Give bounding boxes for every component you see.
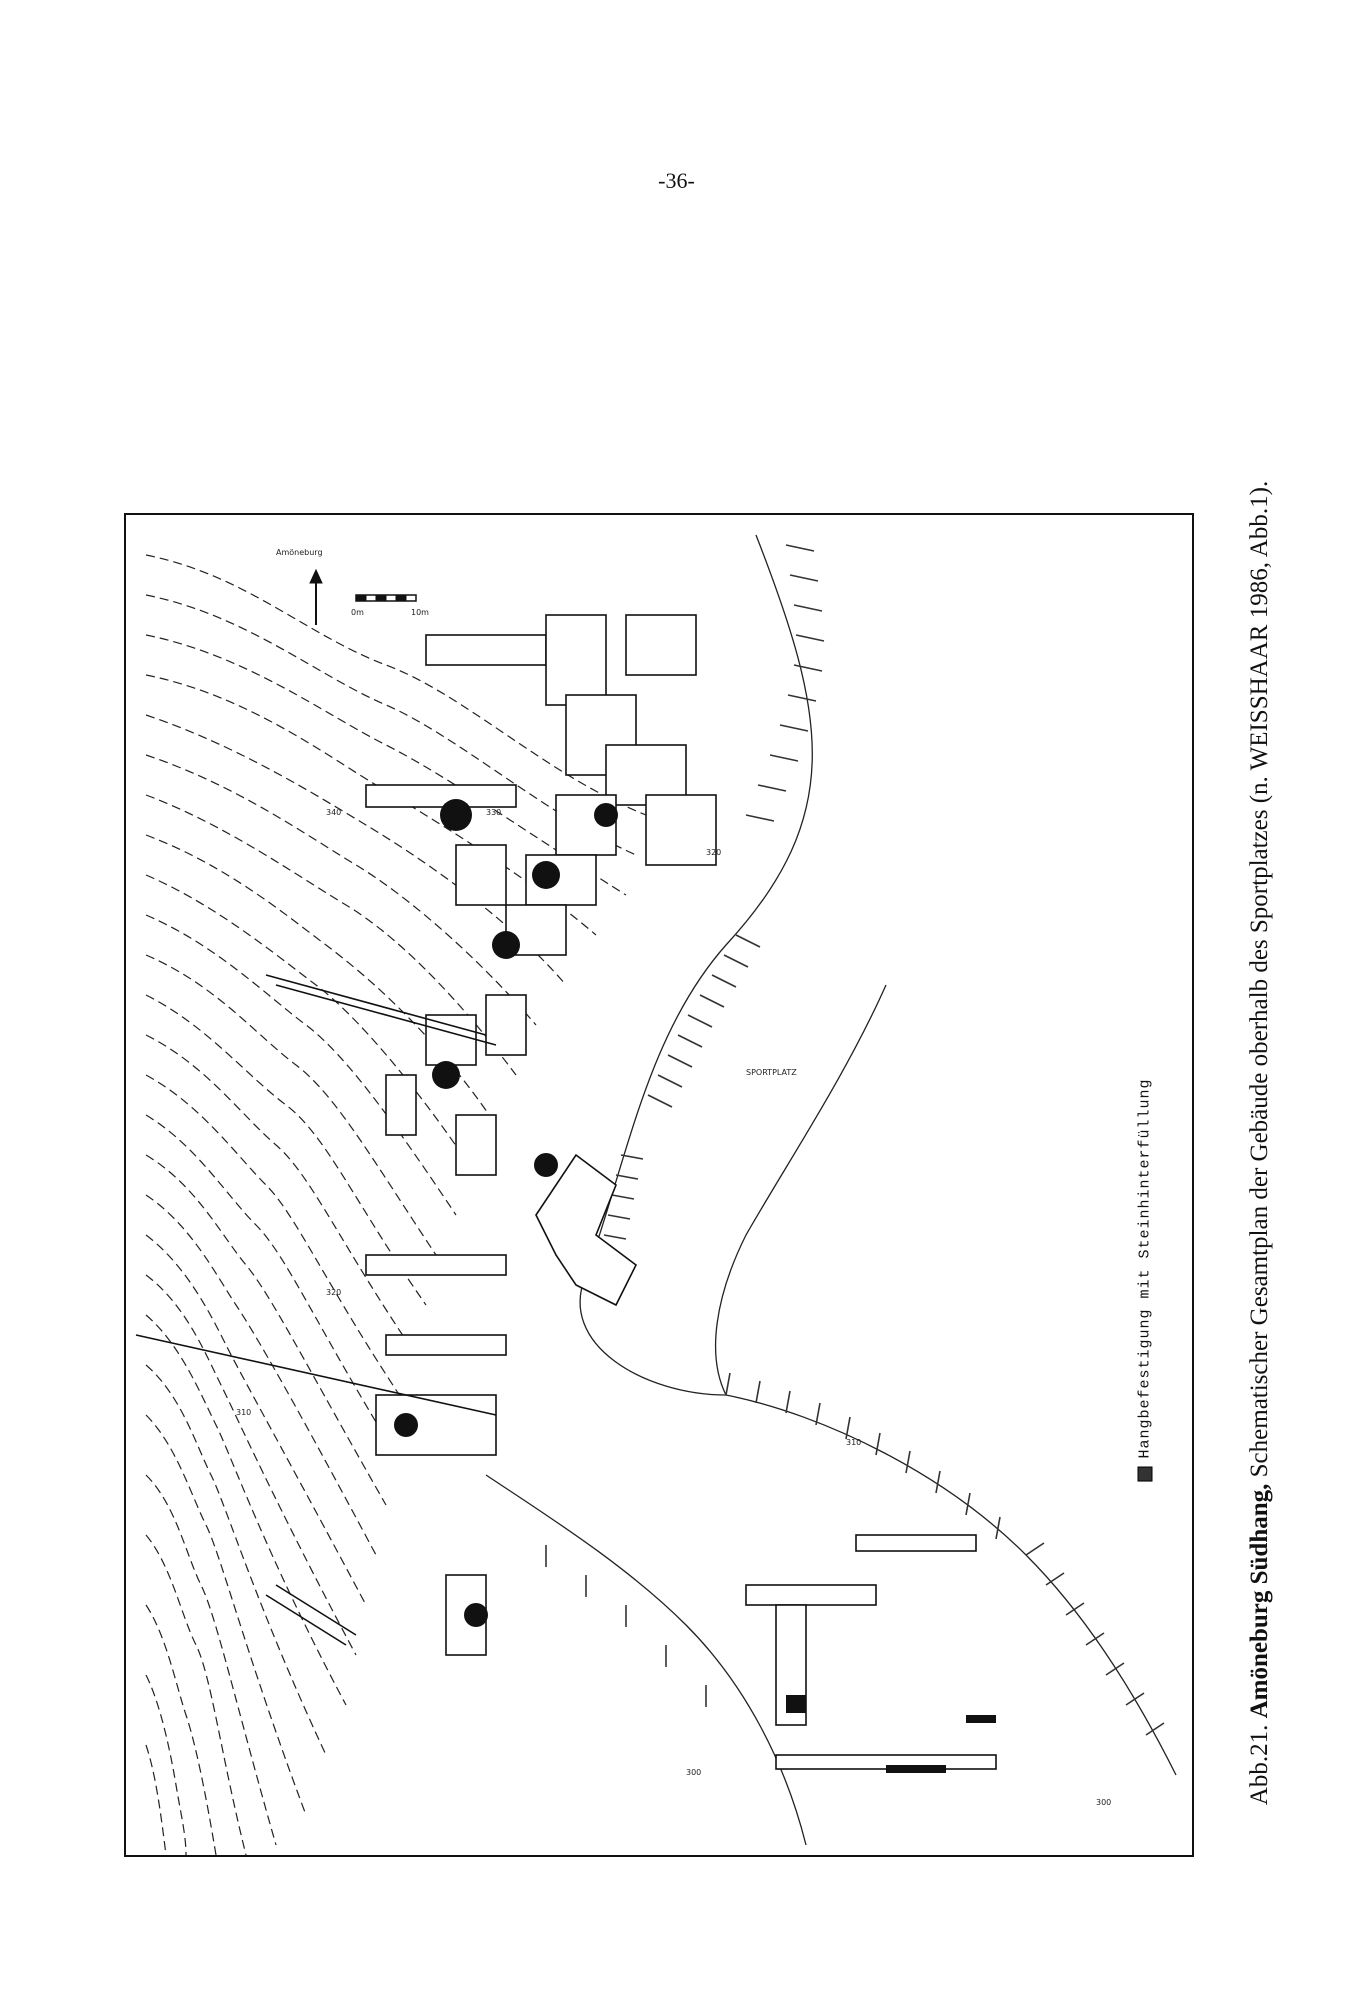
building: [385, 1074, 417, 1136]
sportplatz-label: SPORTPLATZ: [746, 1068, 797, 1077]
wall: [265, 1594, 347, 1646]
contour-line: [145, 634, 627, 896]
contour-line: [145, 754, 537, 1026]
caption-rest: Schematischer Gesamtplan der Gebäude obe…: [1246, 480, 1273, 1478]
figure-caption: Abb.21. Amöneburg Südhang, Schematischer…: [1246, 433, 1274, 1853]
north-arrow-icon: [309, 568, 417, 625]
legend-swatch-icon: [1137, 1466, 1153, 1482]
building: [485, 994, 527, 1056]
contour-line: [145, 554, 647, 816]
slope-hatch: [647, 934, 761, 1108]
contour-line: [145, 1034, 417, 1356]
caption-wrapper: Abb.21. Amöneburg Südhang, Schematischer…: [1228, 433, 1292, 1853]
contour-lines: [145, 554, 647, 1855]
stone-fill: [534, 1153, 558, 1177]
slope-hatch: [1025, 1542, 1165, 1736]
contour-line: [145, 874, 477, 1176]
building: [455, 1114, 497, 1176]
terrace-edge: [725, 1394, 1177, 1776]
stone-fill-areas: [394, 799, 996, 1773]
stone-fill: [394, 1413, 418, 1437]
building: [455, 844, 507, 906]
caption-bold: Amöneburg Südhang,: [1246, 1477, 1273, 1719]
building: [745, 1584, 877, 1606]
stone-fill: [440, 799, 472, 831]
contour-line: [145, 914, 457, 1216]
contour-line: [145, 1604, 217, 1855]
contour-line: [145, 1474, 277, 1846]
scale-end-label: 10m: [411, 608, 429, 617]
contour-line: [145, 1074, 407, 1406]
building: [365, 1254, 507, 1276]
north-label: Amöneburg: [276, 548, 323, 557]
contour-line: [145, 954, 437, 1256]
slope-hatch: [745, 544, 825, 822]
caption-label: Abb.21.: [1246, 1718, 1273, 1806]
contour-line: [145, 1534, 247, 1855]
building: [645, 794, 717, 866]
wall: [265, 974, 487, 1036]
contour-line: [145, 1194, 377, 1556]
stone-fill: [966, 1715, 996, 1723]
contour-label: 320: [326, 1288, 341, 1297]
stone-fill: [492, 931, 520, 959]
contour-line: [145, 1154, 387, 1506]
contour-line: [145, 794, 517, 1076]
hatching: [545, 544, 1165, 1736]
stone-fill: [786, 1695, 806, 1713]
building: [365, 784, 517, 808]
building: [385, 1334, 507, 1356]
wall: [135, 1334, 497, 1416]
contour-line: [145, 1274, 357, 1656]
slope-hatch: [545, 1545, 707, 1707]
stone-fill: [432, 1061, 460, 1089]
stone-fill: [594, 803, 618, 827]
legend-text: Hangbefestigung mit Steinhinterfüllung: [1136, 1078, 1154, 1459]
contour-label: 320: [706, 848, 721, 857]
stone-fill: [886, 1765, 946, 1773]
contour-line: [145, 1114, 397, 1456]
legend-wrapper: Hangbefestigung mit Steinhinterfüllung: [1130, 1000, 1160, 1560]
building: [425, 634, 547, 666]
slope-hatch: [599, 1154, 644, 1260]
legend: Hangbefestigung mit Steinhinterfüllung: [1136, 1078, 1154, 1482]
wall: [275, 1584, 357, 1636]
contour-line: [145, 714, 567, 986]
contour-label: 300: [686, 1768, 701, 1777]
contour-label: 340: [326, 808, 341, 817]
contour-label: 310: [846, 1438, 861, 1447]
contour-label: 300: [1096, 1798, 1111, 1807]
contour-line: [145, 1234, 367, 1606]
terrace-edge: [485, 1474, 807, 1846]
terrace-edge: [714, 984, 887, 1396]
long-walls: [135, 974, 497, 1646]
building-outlines: [365, 614, 997, 1770]
site-plan: Amöneburg 0m 10m SPORTPLATZ 340 330 320 …: [124, 513, 1194, 1857]
contour-line: [145, 594, 637, 856]
stone-fill: [532, 861, 560, 889]
terrace-edge: [579, 534, 813, 1396]
building: [625, 614, 697, 676]
wall: [275, 984, 497, 1046]
contour-label: 310: [236, 1408, 251, 1417]
contour-line: [145, 994, 427, 1306]
contour-line: [145, 1674, 187, 1855]
contour-line: [145, 1314, 347, 1706]
building: [425, 1014, 477, 1066]
contour-line: [145, 1414, 307, 1816]
contour-line: [145, 1364, 327, 1756]
slope-hatch: [725, 1372, 1001, 1540]
scale-start-label: 0m: [351, 608, 364, 617]
page-number: -36-: [658, 168, 695, 193]
contour-line: [145, 1744, 167, 1855]
terrace-edges: [485, 534, 1177, 1846]
building: [535, 1153, 638, 1307]
building: [545, 614, 607, 706]
building: [855, 1534, 977, 1552]
site-plan-drawing: Amöneburg 0m 10m SPORTPLATZ 340 330 320 …: [135, 534, 1177, 1855]
contour-label: 330: [486, 808, 501, 817]
stone-fill: [464, 1603, 488, 1627]
